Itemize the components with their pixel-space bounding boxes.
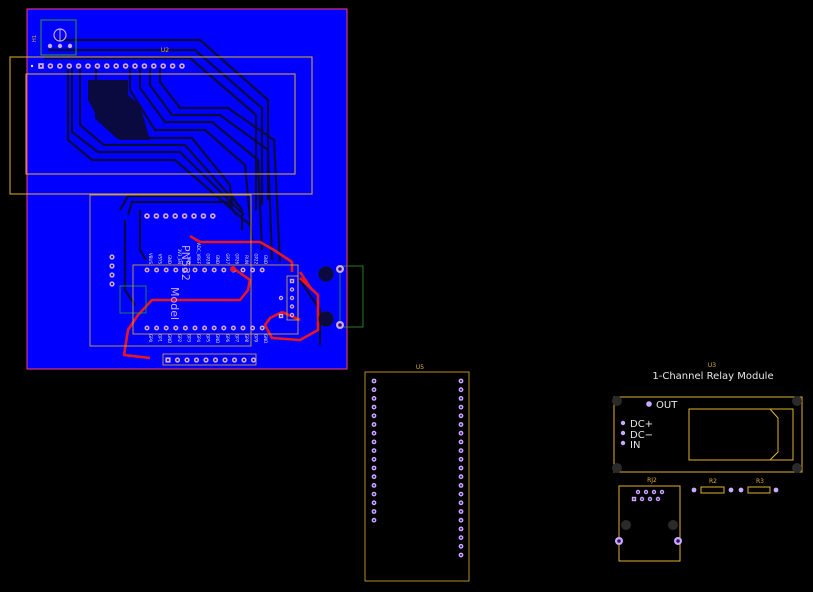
left-pin-header[interactable] — [109, 254, 115, 287]
lcd-footprint[interactable]: U2 — [9, 47, 313, 195]
r3-ref-label: R3 — [756, 478, 764, 485]
pico-pin-labels-top: VBUS VSYS GND 3V3_EN 3V3 ADC_VREF GP28 GND GP27 G… — [148, 243, 268, 265]
relay-out-label: OUT — [656, 400, 678, 411]
bottom-header[interactable] — [162, 353, 257, 366]
pico-pin-row-top[interactable] — [144, 266, 265, 273]
pico-pin-label: GND — [167, 255, 172, 264]
relay-ref-label: U3 — [708, 362, 716, 369]
pico-pin-label: GP2 — [177, 334, 182, 343]
pico-pin-label: GP1 — [158, 334, 163, 343]
pico-pin-label: GND — [215, 334, 220, 343]
relay-module-u3[interactable]: U3 1-Channel Relay Module OUT DC+ DC− IN — [612, 362, 803, 473]
pico-pin-label: RUN — [244, 255, 249, 264]
mount-hole — [318, 266, 334, 282]
u5-footprint[interactable]: U5 — [364, 364, 470, 582]
pot-pad — [47, 43, 53, 49]
mount-hole — [792, 396, 802, 406]
pn532-pin-row[interactable] — [144, 213, 216, 219]
pico-pin-label: GP22 — [254, 253, 259, 264]
resistor-r3[interactable]: R3 — [738, 478, 779, 494]
pico-pin-labels-bottom: GP0 GP1 GND GP2 GP3 GP4 GP5 GND GP6 GP7 GP8 GP9 GND — [148, 334, 268, 343]
pn532-module[interactable]: PN532 Model — [89, 194, 252, 347]
relay-in-label: IN — [630, 440, 640, 451]
pico-pin-label: 3V3_EN — [177, 249, 182, 264]
u5-ref-label: U5 — [416, 364, 424, 371]
mount-hole — [621, 520, 631, 530]
pico-pin-row-bottom[interactable] — [144, 325, 265, 331]
pico-pin-label: VSYS — [158, 254, 163, 265]
pn532-model-label: Model — [168, 287, 181, 320]
pot-pad — [57, 43, 63, 49]
pot-pad — [67, 43, 73, 49]
pico-pin-label: GP27 — [225, 253, 230, 264]
pico-pin-label: ADC_VREF — [196, 243, 201, 265]
resistor-r2[interactable]: R2 — [691, 478, 734, 494]
buzzer-component[interactable] — [318, 265, 364, 329]
lcd-pin-header[interactable] — [30, 63, 185, 69]
relay-dcplus-label: DC+ — [630, 419, 653, 430]
pico-pin-label: GP28 — [206, 253, 211, 264]
pico-pin-label: VBUS — [148, 253, 153, 264]
pico-pin-label: GND — [263, 334, 268, 343]
relay-dcminus-label: DC− — [630, 430, 653, 441]
pico-pin-label: GP7 — [234, 334, 239, 343]
relay-pad — [620, 420, 626, 426]
top-traces — [122, 234, 320, 360]
pico-pin-label: GND — [167, 334, 172, 343]
relay-pad — [620, 430, 626, 436]
pico-pin-label: GP9 — [254, 334, 259, 343]
pico-debug-header[interactable] — [278, 275, 299, 321]
board-outline[interactable] — [26, 8, 348, 370]
mount-hole — [668, 520, 678, 530]
pico-pin-label: GND — [215, 255, 220, 264]
pico-pin-label: GP26 — [234, 253, 239, 264]
mount-hole — [318, 311, 334, 327]
relay-pad — [620, 440, 626, 446]
r2-ref-label: R2 — [709, 478, 717, 485]
relay-title: 1-Channel Relay Module — [652, 371, 773, 382]
relay-out-pad — [646, 401, 652, 407]
rj2-ref-label: RJ2 — [647, 477, 657, 484]
u5-pin-column-right[interactable] — [458, 378, 464, 558]
h1-ref-label: H1 — [32, 35, 38, 42]
mount-hole — [612, 396, 622, 406]
pico-pin-label: 3V3 — [186, 256, 191, 264]
pico-pin-label: GP8 — [244, 334, 249, 343]
rj2-connector[interactable]: RJ2 — [615, 477, 682, 562]
pico-pin-label: GP3 — [186, 334, 191, 343]
bottom-traces — [44, 38, 322, 345]
pico-pin-label: GP0 — [148, 334, 153, 343]
mount-hole — [612, 463, 622, 473]
pico-pin-label: GP4 — [196, 334, 201, 343]
mount-hole — [792, 463, 802, 473]
pn532-module-label: PN532 — [179, 245, 192, 281]
lcd-ref-label: U2 — [161, 47, 169, 54]
potentiometer-h1[interactable]: H1 — [32, 19, 77, 56]
pico-pin-label: GP6 — [225, 334, 230, 343]
pico-pin-label: GP5 — [206, 334, 211, 343]
pico-pin-label: GND — [263, 255, 268, 264]
relay-body-outline — [688, 408, 794, 461]
u5-pin-column-left[interactable] — [371, 378, 377, 523]
